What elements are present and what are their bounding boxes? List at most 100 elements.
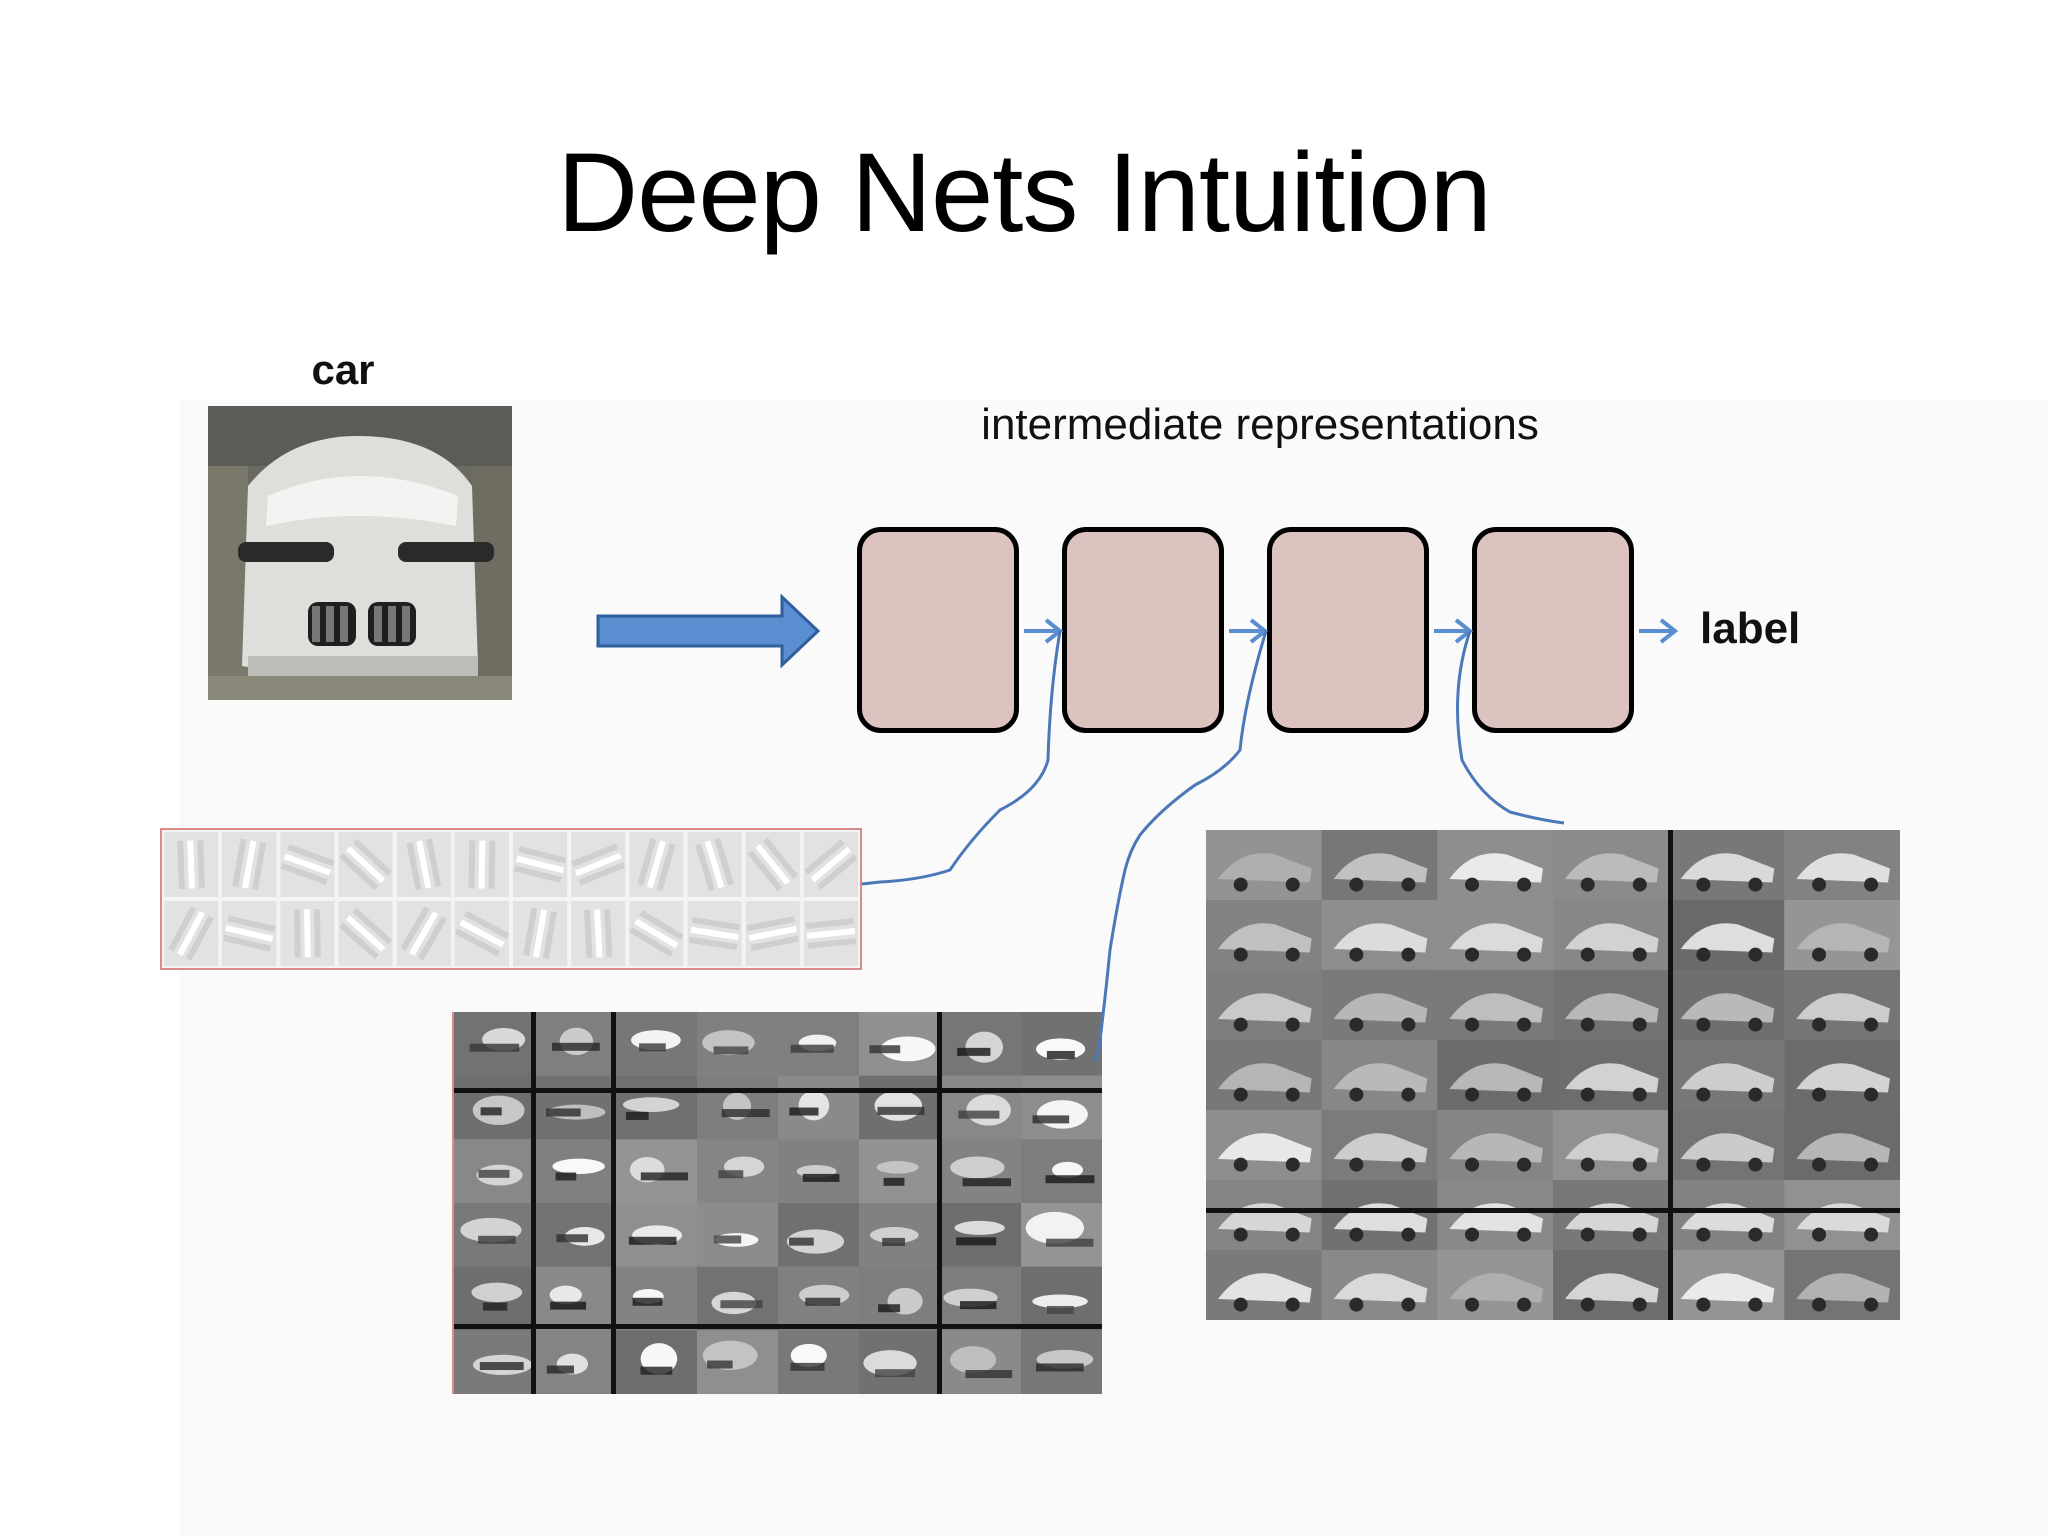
car-feature-tile bbox=[1206, 830, 1322, 900]
car-feature-tile bbox=[1437, 1250, 1553, 1320]
car-feature-tile bbox=[1206, 1040, 1322, 1110]
feature-tile bbox=[778, 1139, 859, 1203]
small-right-arrow-icon bbox=[1229, 618, 1269, 644]
higher-layer-features-panel bbox=[1206, 830, 1900, 1320]
car-feature-tile bbox=[1321, 1250, 1438, 1320]
car-feature-tile bbox=[1321, 1110, 1438, 1180]
car-feature-tile bbox=[1668, 900, 1785, 970]
feature-tile bbox=[616, 1266, 697, 1331]
car-feature-tile bbox=[1784, 1110, 1900, 1180]
small-right-arrow-icon bbox=[1024, 618, 1064, 644]
feature-tile bbox=[454, 1075, 535, 1140]
filter-tile bbox=[336, 830, 395, 899]
filter-tile bbox=[511, 899, 570, 968]
feature-tile bbox=[778, 1330, 859, 1394]
car-feature-tile bbox=[1437, 900, 1553, 970]
feature-tile bbox=[535, 1203, 616, 1267]
car-feature-tile bbox=[1784, 900, 1900, 970]
slide-title: Deep Nets Intuition bbox=[557, 130, 1492, 255]
car-feature-tile bbox=[1668, 970, 1785, 1040]
car-feature-tile bbox=[1206, 970, 1322, 1040]
car-feature-tile bbox=[1668, 830, 1785, 900]
feature-tile bbox=[940, 1139, 1021, 1203]
filter-tile bbox=[162, 830, 221, 899]
feature-tile bbox=[535, 1330, 616, 1394]
small-right-arrow-icon bbox=[1434, 618, 1474, 644]
feature-tile bbox=[454, 1266, 535, 1331]
feature-tile bbox=[1021, 1266, 1102, 1331]
feature-tile bbox=[697, 1330, 778, 1394]
car-feature-tile bbox=[1668, 1040, 1785, 1110]
filter-tile bbox=[569, 899, 628, 968]
intermediate-representations-label: intermediate representations bbox=[981, 400, 1539, 449]
feature-tile bbox=[1021, 1012, 1102, 1076]
car-feature-tile bbox=[1321, 900, 1438, 970]
car-feature-tile bbox=[1553, 900, 1669, 970]
feature-tile bbox=[778, 1012, 859, 1076]
input-label: car bbox=[311, 346, 375, 393]
layer-box-3 bbox=[1267, 527, 1429, 733]
filter-tile bbox=[627, 830, 686, 899]
car-feature-tile bbox=[1553, 1110, 1669, 1180]
car-feature-tile bbox=[1553, 830, 1669, 900]
feature-tile bbox=[1021, 1139, 1102, 1203]
feature-tile bbox=[778, 1266, 859, 1331]
feature-tile bbox=[616, 1203, 697, 1267]
feature-tile bbox=[535, 1266, 616, 1331]
filter-tile bbox=[220, 899, 279, 968]
car-feature-tile bbox=[1784, 970, 1900, 1040]
car-feature-tile bbox=[1206, 900, 1322, 970]
feature-tile bbox=[1021, 1330, 1102, 1394]
feature-tile bbox=[454, 1012, 535, 1076]
filter-tile bbox=[336, 899, 395, 968]
feature-tile bbox=[859, 1075, 940, 1140]
feature-tile bbox=[859, 1266, 940, 1331]
feature-tile bbox=[697, 1139, 778, 1203]
feature-tile bbox=[697, 1203, 778, 1267]
filter-tile bbox=[511, 830, 570, 899]
feature-tile bbox=[778, 1203, 859, 1267]
filter-tile bbox=[569, 830, 628, 899]
connector-line-2 bbox=[1092, 630, 1268, 1063]
first-layer-filters-panel bbox=[160, 828, 862, 970]
feature-tile bbox=[1021, 1075, 1102, 1140]
filter-tile bbox=[801, 830, 860, 899]
feature-tile bbox=[697, 1266, 778, 1331]
feature-tile bbox=[616, 1012, 697, 1076]
layer-box-1 bbox=[857, 527, 1019, 733]
car-feature-tile bbox=[1437, 830, 1553, 900]
feature-tile bbox=[859, 1012, 940, 1076]
feature-tile bbox=[535, 1139, 616, 1203]
feature-tile bbox=[697, 1075, 778, 1140]
feature-tile bbox=[535, 1075, 616, 1140]
feature-tile bbox=[616, 1139, 697, 1203]
car-feature-tile bbox=[1206, 1110, 1322, 1180]
feature-tile bbox=[1021, 1203, 1102, 1267]
filter-tile bbox=[394, 830, 453, 899]
feature-tile bbox=[454, 1330, 535, 1394]
filter-tile bbox=[452, 899, 512, 968]
car-feature-tile bbox=[1668, 1250, 1785, 1320]
second-layer-features-panel bbox=[452, 1012, 1102, 1394]
car-feature-tile bbox=[1437, 1110, 1553, 1180]
car-feature-tile bbox=[1553, 970, 1669, 1040]
filter-tile bbox=[278, 899, 337, 968]
connector-line-3 bbox=[1456, 630, 1565, 825]
filter-tile bbox=[627, 899, 686, 968]
filter-tile bbox=[278, 830, 337, 899]
filter-tile bbox=[220, 830, 279, 899]
filter-tile bbox=[743, 830, 802, 899]
car-feature-tile bbox=[1437, 1040, 1553, 1110]
car-feature-tile bbox=[1553, 1040, 1669, 1110]
car-feature-tile bbox=[1321, 1040, 1438, 1110]
filter-tile bbox=[685, 830, 744, 899]
feature-tile bbox=[616, 1330, 697, 1394]
feature-tile bbox=[940, 1266, 1021, 1331]
car-feature-tile bbox=[1784, 1040, 1900, 1110]
car-feature-tile bbox=[1553, 1250, 1669, 1320]
output-label: label bbox=[1700, 604, 1801, 653]
feature-tile bbox=[454, 1203, 535, 1267]
car-feature-tile bbox=[1321, 970, 1438, 1040]
